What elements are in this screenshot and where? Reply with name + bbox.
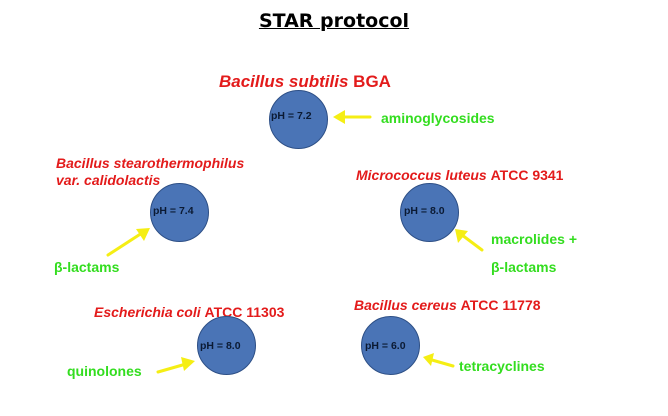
organism-label-bacillus-cereus: Bacillus cereus ATCC 11778 (354, 297, 541, 313)
organism-strain: BGA (353, 72, 391, 91)
ph-label-escherichia-coli: pH = 8.0 (200, 340, 241, 352)
organism-name: Micrococcus luteus (356, 167, 487, 183)
plate-bacillus-subtilis (269, 90, 328, 149)
antibiotic-aminoglycosides: aminoglycosides (381, 110, 495, 126)
plate-escherichia-coli (197, 316, 256, 375)
ph-label-bacillus-cereus: pH = 6.0 (365, 340, 406, 352)
arrow-quinolones-to-plate (156, 357, 195, 374)
organism-label-bacillus-subtilis: Bacillus subtilis BGA (219, 72, 391, 92)
organism-name: Bacillus cereus (354, 297, 457, 313)
ph-label-micrococcus-luteus: pH = 8.0 (404, 205, 445, 217)
ph-label-bacillus-stearothermophilus: pH = 7.4 (153, 205, 194, 217)
antibiotic-tetracyclines: tetracyclines (459, 358, 545, 374)
diagram-title: STAR protocol (258, 10, 410, 32)
arrow-macrolides-to-plate (455, 229, 484, 252)
plate-bacillus-cereus (361, 316, 420, 375)
organism-strain: ATCC 9341 (490, 167, 564, 183)
arrow-aminoglycosides-to-plate (333, 110, 372, 124)
organism-name: Escherichia coli (94, 304, 201, 320)
antibiotic-macrolides: macrolides + (491, 231, 577, 247)
organism-name: Bacillus subtilis (219, 72, 349, 91)
arrow-beta-lactams-to-plate (106, 228, 150, 257)
ph-label-bacillus-subtilis: pH = 7.2 (271, 110, 312, 122)
plate-micrococcus-luteus (400, 183, 459, 242)
organism-label-micrococcus-luteus: Micrococcus luteus ATCC 9341 (356, 167, 563, 183)
organism-variety-calidolactis: var. calidolactis (56, 172, 161, 188)
antibiotic-beta-lactams: β-lactams (54, 259, 120, 275)
organism-strain: ATCC 11778 (460, 297, 541, 313)
plate-bacillus-stearothermophilus (150, 183, 209, 242)
antibiotic-quinolones: quinolones (67, 363, 142, 379)
antibiotic-beta-lactams-2: β-lactams (491, 259, 557, 275)
organism-label-bacillus-stearothermophilus: Bacillus stearothermophilus (56, 155, 245, 171)
arrow-tetracyclines-to-plate (423, 353, 455, 368)
